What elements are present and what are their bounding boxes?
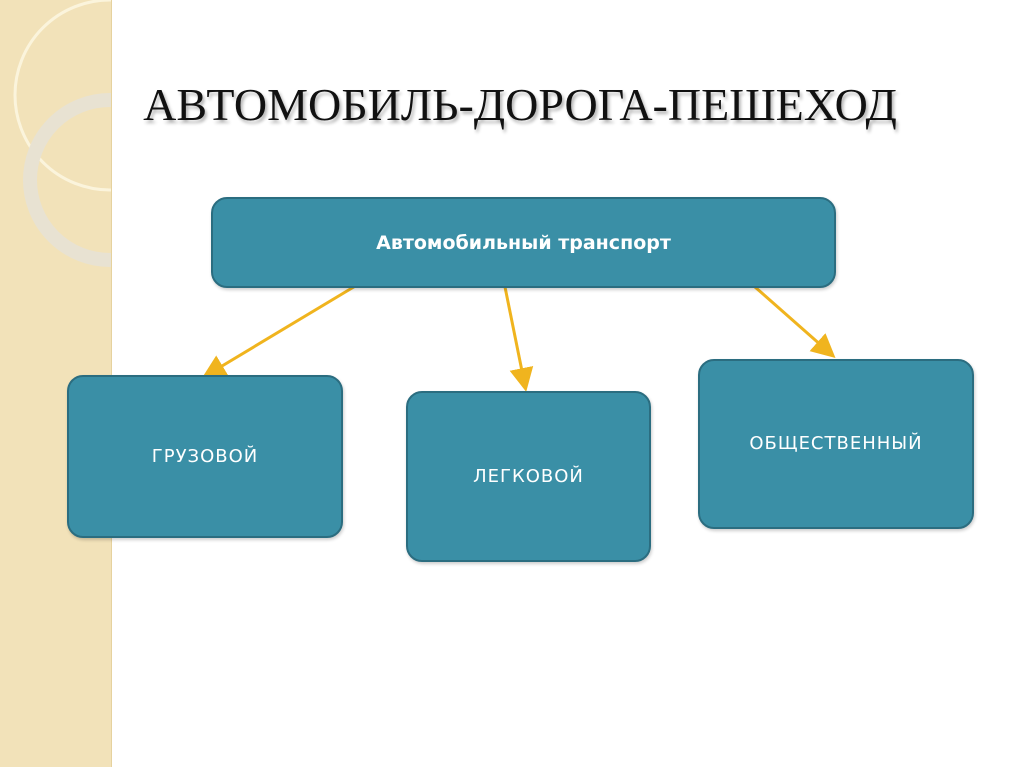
arrow-to-passenger <box>503 286 534 392</box>
arrow-to-cargo <box>201 283 358 379</box>
node-cargo: ГРУЗОВОЙ <box>67 375 343 538</box>
arrow-to-public <box>754 285 836 358</box>
root-node-label: Автомобильный транспорт <box>376 231 671 254</box>
node-label: ЛЕГКОВОЙ <box>473 466 584 487</box>
root-node-automobile-transport: Автомобильный транспорт <box>211 197 836 288</box>
slide-title: АВТОМОБИЛЬ-ДОРОГА-ПЕШЕХОД <box>143 79 897 130</box>
node-public: ОБЩЕСТВЕННЫЙ <box>698 359 974 529</box>
decorative-circles-icon <box>13 0 111 267</box>
node-label: ОБЩЕСТВЕННЫЙ <box>749 433 923 454</box>
node-passenger: ЛЕГКОВОЙ <box>406 391 651 562</box>
node-label: ГРУЗОВОЙ <box>151 446 259 467</box>
